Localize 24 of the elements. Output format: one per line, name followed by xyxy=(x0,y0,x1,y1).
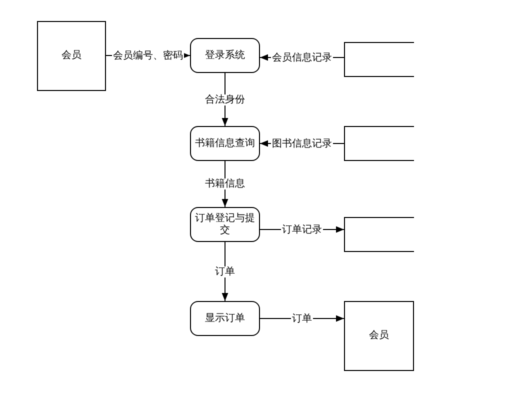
process-box xyxy=(190,301,260,336)
node-text: 书籍信息查询 xyxy=(195,138,255,150)
edge-label: 书籍信息 xyxy=(204,178,246,190)
data-store xyxy=(344,126,414,161)
data-store xyxy=(344,217,414,252)
data-store xyxy=(344,42,414,77)
arrow xyxy=(222,242,228,302)
process-box xyxy=(190,38,260,73)
edge-label: 订单 xyxy=(214,266,236,277)
entity-box xyxy=(37,21,106,91)
node-text: 会员 xyxy=(62,50,82,62)
edge-label: 图书信息记录 xyxy=(271,138,333,149)
node-text: 登录系统 xyxy=(205,50,245,62)
edge-label: 合法身份 xyxy=(204,94,246,105)
edge-label: 订单 xyxy=(291,313,313,324)
node-text: 订单登记与提交 xyxy=(195,212,255,236)
node-text: 会员 xyxy=(369,330,389,342)
process-box xyxy=(190,207,260,242)
edge-label: 会员编号、密码 xyxy=(112,50,184,61)
process-box xyxy=(190,126,260,161)
entity-box xyxy=(344,301,414,371)
node-text: 显示订单 xyxy=(205,312,245,324)
edge-label: 订单记录 xyxy=(281,224,323,235)
edge-label: 会员信息记录 xyxy=(271,52,333,63)
